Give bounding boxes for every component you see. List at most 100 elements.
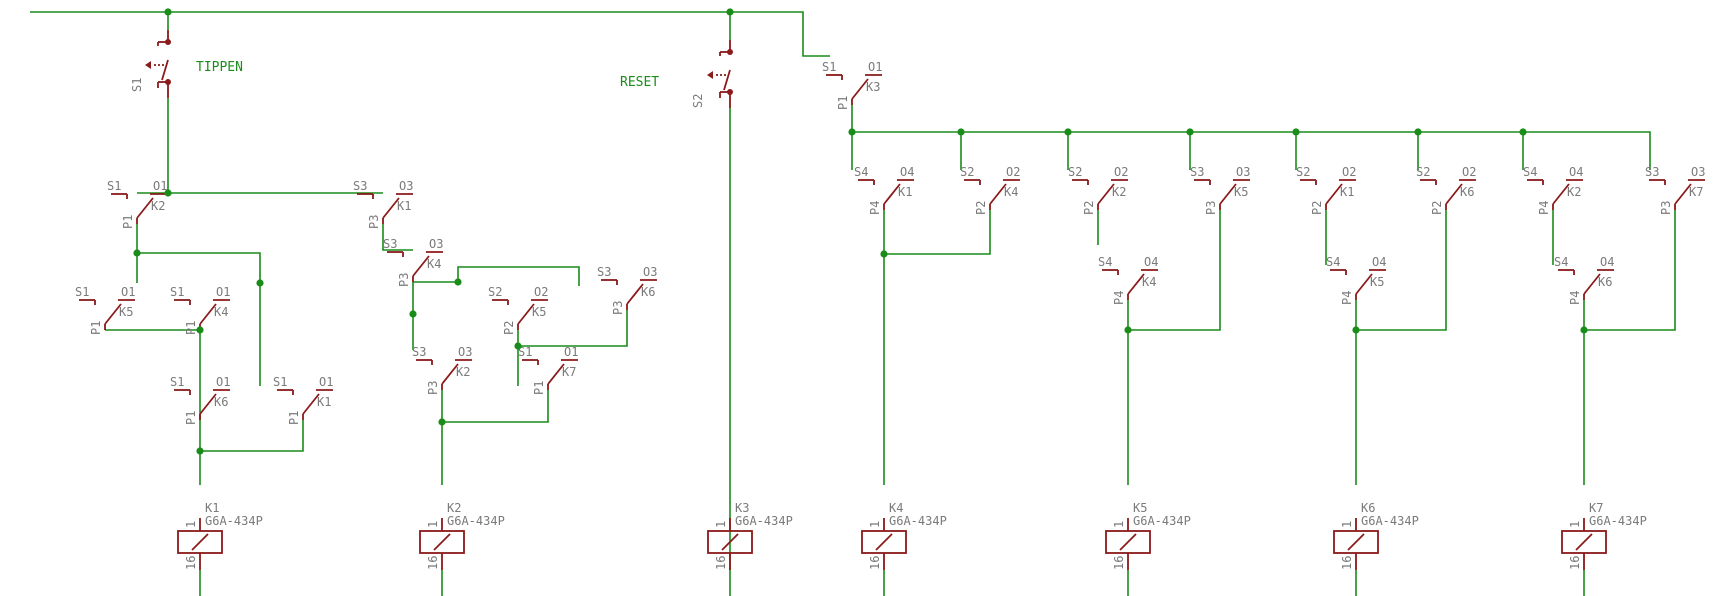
coil-pin-bottom: 16	[714, 556, 728, 570]
contact-name: K5	[532, 305, 546, 319]
contact-pin-p: P3	[397, 273, 411, 287]
contact-name: K4	[427, 257, 441, 271]
contact-pin-o: O2	[1114, 165, 1128, 179]
contact-pin-o: O3	[458, 345, 472, 359]
tippen-pushbutton[interactable]	[145, 30, 171, 98]
contact-pin-s: S1	[107, 179, 121, 193]
junction-dot	[438, 418, 446, 426]
contact-name: K5	[1370, 275, 1384, 289]
contact-pin-s: S4	[1554, 255, 1568, 269]
contact-pin-s: S1	[170, 375, 184, 389]
contact-pin-p: P1	[184, 321, 198, 335]
contact-pin-p: P3	[1204, 201, 1218, 215]
s2-label: S2	[691, 94, 705, 108]
coil-pin-bottom: 16	[1340, 556, 1354, 570]
contact-pin-p: P2	[1082, 201, 1096, 215]
contact-pin-p: P2	[1430, 201, 1444, 215]
junction-dot	[1352, 326, 1360, 334]
coil-type: G6A-434P	[205, 514, 263, 528]
wire	[382, 224, 413, 251]
junction-dot	[164, 8, 172, 16]
coil-pin-top: 1	[426, 521, 440, 528]
contact-pin-s: S3	[353, 179, 367, 193]
contact-pin-s: S1	[75, 285, 89, 299]
coil-type: G6A-434P	[447, 514, 505, 528]
junction-dot	[1064, 128, 1072, 136]
coil-name: K1	[205, 501, 219, 515]
junction-dot	[957, 128, 965, 136]
contact-pin-p: P1	[89, 321, 103, 335]
contact-name: K7	[1689, 185, 1703, 199]
contact-pin-o: O1	[153, 179, 167, 193]
contact-name: K6	[1598, 275, 1612, 289]
reset-label: RESET	[620, 75, 659, 90]
wire	[199, 420, 304, 452]
wires	[30, 11, 1676, 596]
junction-dot	[164, 189, 172, 197]
contact-pin-o: O3	[1691, 165, 1705, 179]
coil-pin-bottom: 16	[1112, 556, 1126, 570]
coil-name: K6	[1361, 501, 1375, 515]
contact-name: K2	[1567, 185, 1581, 199]
contact-pin-p: P2	[1310, 201, 1324, 215]
wire	[1355, 210, 1447, 331]
contact-pin-o: O1	[564, 345, 578, 359]
contact-pin-p: P3	[1659, 201, 1673, 215]
junction-dot	[196, 326, 204, 334]
contact-pin-p: P4	[1340, 291, 1354, 305]
coil-pin-top: 1	[1568, 521, 1582, 528]
contact-name: K5	[1234, 185, 1248, 199]
junction-dot	[1414, 128, 1422, 136]
coil-type: G6A-434P	[735, 514, 793, 528]
contact-pin-o: O3	[643, 265, 657, 279]
contact-name: K1	[397, 199, 411, 213]
contact-pin-o: O4	[1569, 165, 1583, 179]
wire	[851, 105, 1651, 170]
contact-pin-s: S1	[273, 375, 287, 389]
contact-pin-p: P1	[287, 411, 301, 425]
coil-type: G6A-434P	[889, 514, 947, 528]
contact-pin-s: S1	[518, 345, 532, 359]
contact-name: K7	[562, 365, 576, 379]
junction-dot	[196, 447, 204, 455]
contact-pin-s: S4	[1326, 255, 1340, 269]
components: O1S1P1K2O1S1P1K5O1S1P1K4O1S1P1K6O1S1P1K1…	[75, 30, 1705, 570]
contact-pin-o: O3	[429, 237, 443, 251]
junction-dot	[514, 342, 522, 350]
contact-pin-o: O3	[399, 179, 413, 193]
contact-pin-p: P1	[836, 96, 850, 110]
contact-name: K5	[119, 305, 133, 319]
contact-name: K4	[1142, 275, 1156, 289]
wire	[1127, 210, 1221, 331]
contact-pin-s: S1	[822, 60, 836, 74]
reset-pushbutton[interactable]	[707, 40, 733, 108]
contact-pin-s: S2	[488, 285, 502, 299]
contact-pin-s: S4	[1523, 165, 1537, 179]
wire	[167, 98, 383, 194]
wire	[136, 224, 261, 283]
coil-pin-top: 1	[1112, 521, 1126, 528]
coil-type: G6A-434P	[1133, 514, 1191, 528]
contact-name: K6	[214, 395, 228, 409]
contact-pin-p: P3	[367, 215, 381, 229]
coil-pin-top: 1	[868, 521, 882, 528]
coil-pin-bottom: 16	[184, 556, 198, 570]
contact-pin-s: S2	[960, 165, 974, 179]
contact-pin-s: S2	[1068, 165, 1082, 179]
coil-name: K5	[1133, 501, 1147, 515]
